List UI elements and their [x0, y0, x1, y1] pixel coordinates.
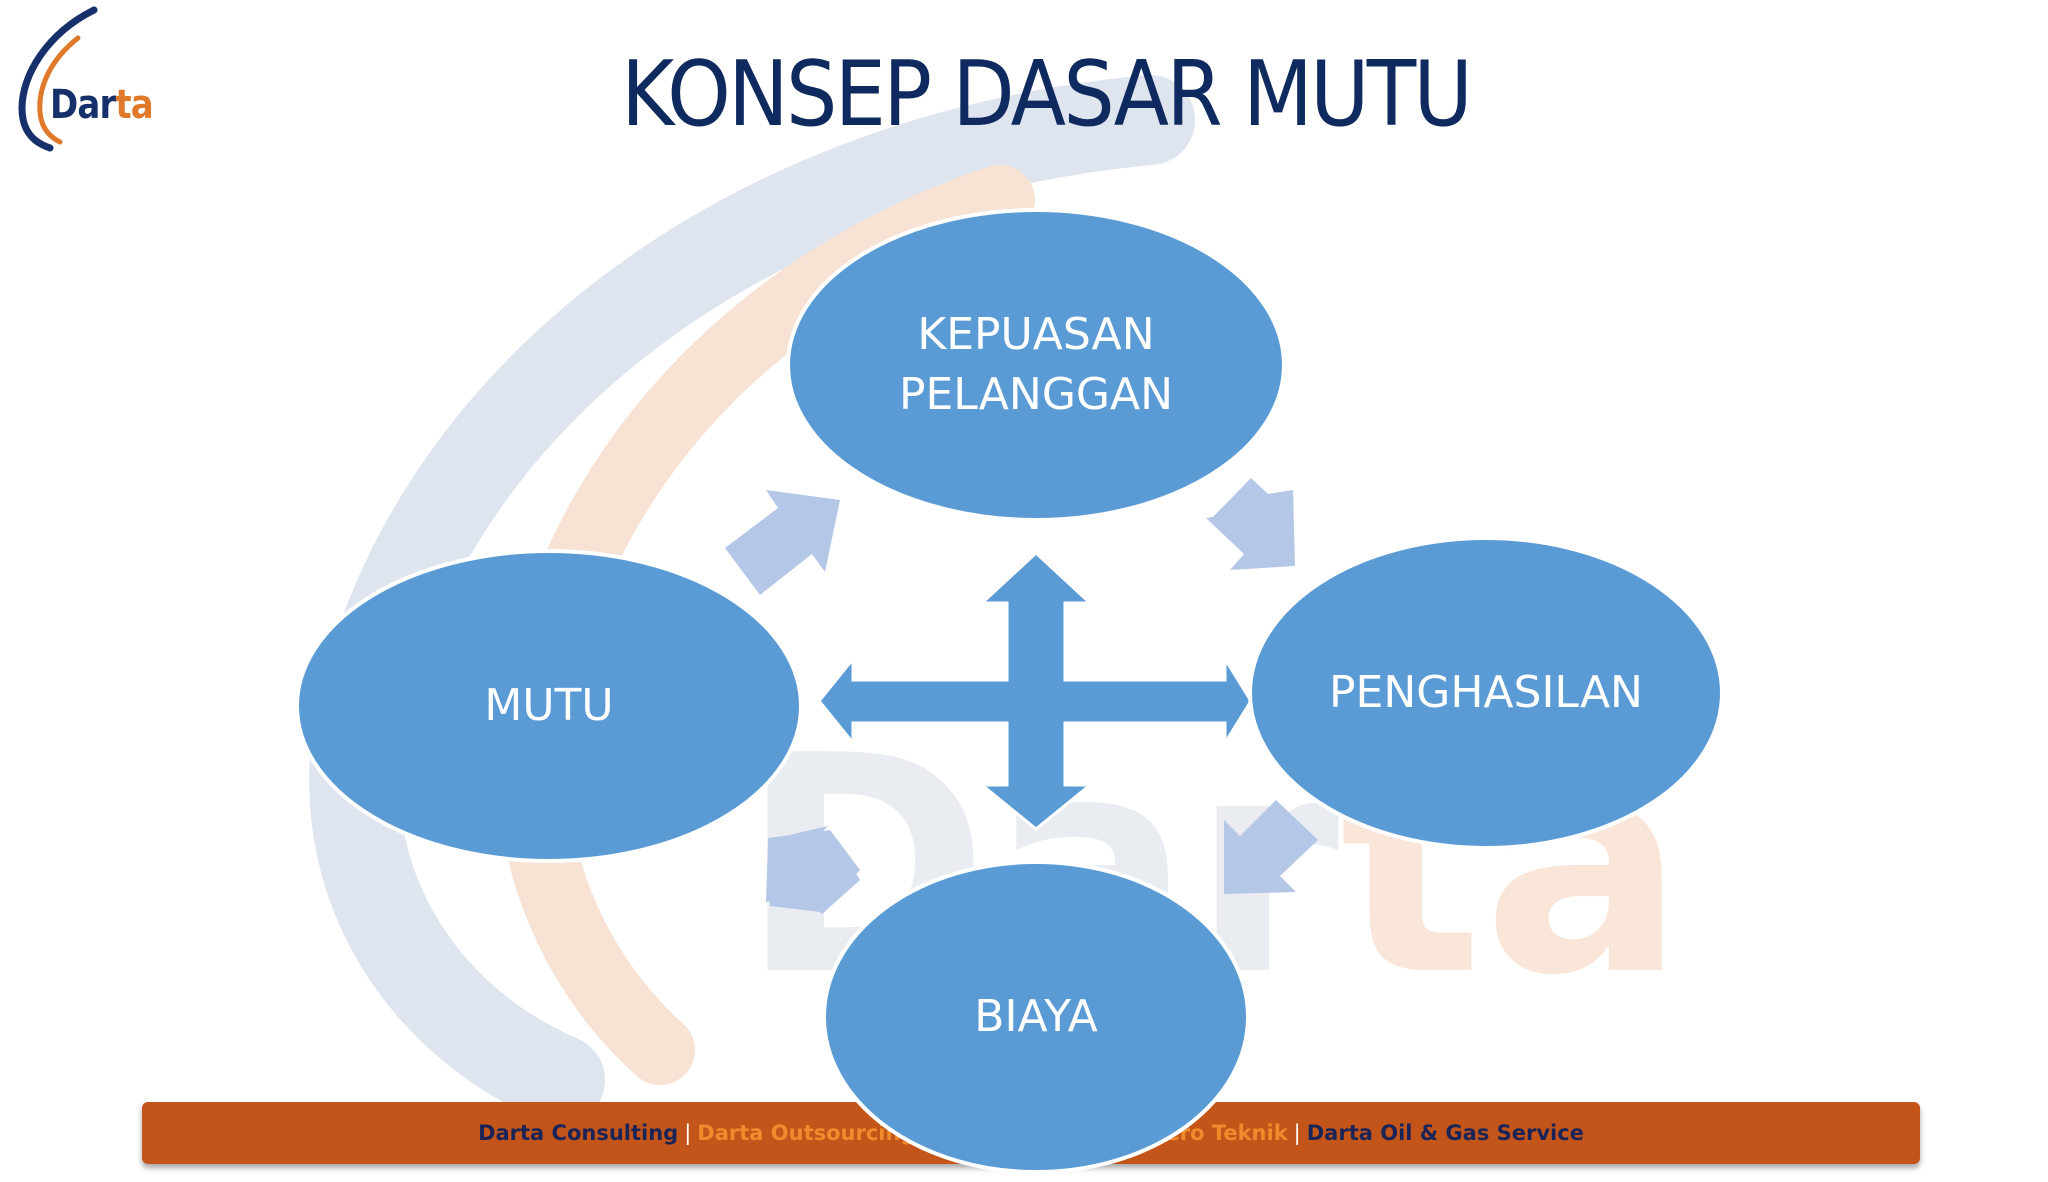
- page-title: KONSEP DASAR MUTU: [621, 42, 1473, 147]
- cycle-arrow-penghasilan-to-biaya: [1224, 800, 1318, 894]
- node-label-line: MUTU: [484, 680, 614, 731]
- node-label-biaya-overlay: BIAYA: [836, 987, 1236, 1047]
- footer-item-darta-outsourcing[interactable]: Darta Outsourcing: [697, 1121, 916, 1145]
- node-label-line: PENGHASILAN: [1329, 667, 1643, 718]
- node-mutu: [295, 549, 803, 863]
- logo-text: Darta: [50, 82, 154, 128]
- footer-separator: |: [684, 1121, 692, 1145]
- company-logo: Darta: [8, 4, 154, 154]
- center-cross-arrow: [817, 550, 1253, 831]
- node-label-kepuasan-pelanggan: KEPUASAN PELANGGAN: [836, 305, 1236, 425]
- node-label-penghasilan: PENGHASILAN: [1286, 663, 1686, 723]
- node-label-line: KEPUASAN: [917, 309, 1155, 360]
- cycle-arrow-mutu-to-kepuasan: [725, 490, 840, 595]
- logo-swoosh-icon: [18, 6, 98, 152]
- node-penghasilan: [1248, 536, 1724, 850]
- footer-item-darta-oil-gas-service[interactable]: Darta Oil & Gas Service: [1306, 1121, 1584, 1145]
- footer-separator: |: [1293, 1121, 1301, 1145]
- node-label-mutu: MUTU: [349, 676, 749, 736]
- node-kepuasan-pelanggan: [786, 208, 1286, 522]
- node-label-line: BIAYA: [974, 991, 1098, 1042]
- footer-item-darta-consulting[interactable]: Darta Consulting: [478, 1121, 679, 1145]
- cycle-arrow-biaya-to-mutu: [766, 826, 860, 914]
- node-biaya-overlay: [822, 860, 1250, 1174]
- node-label-line: PELANGGAN: [898, 369, 1174, 420]
- cycle-arrow-kepuasan-to-penghasilan: [1206, 478, 1295, 570]
